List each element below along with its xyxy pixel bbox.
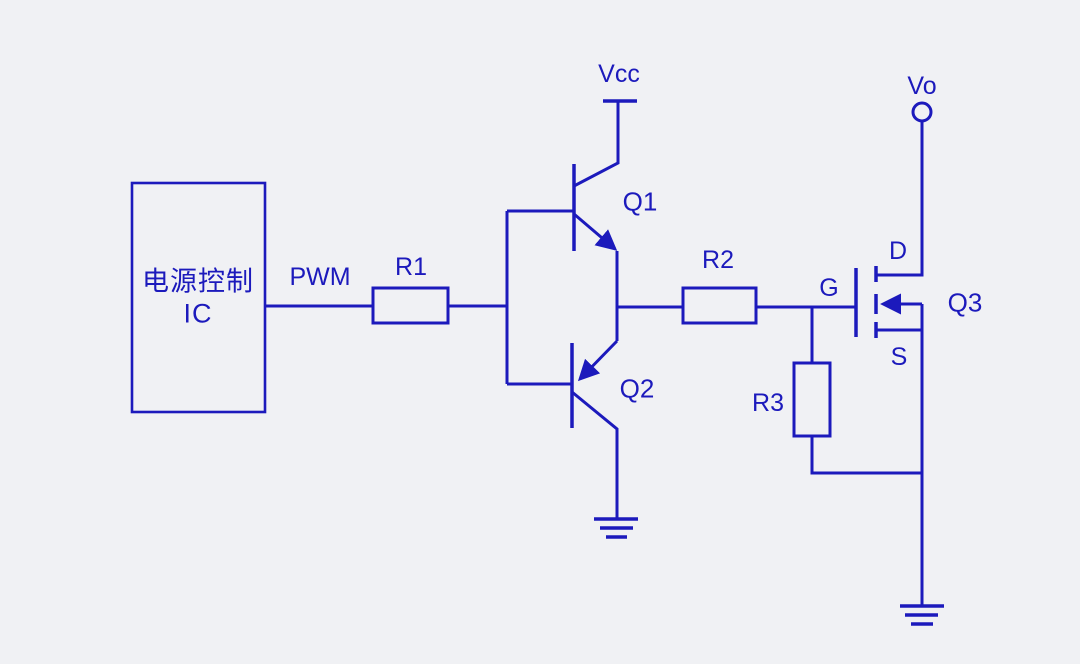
r2-label: R2 [702,246,734,274]
pwm-label: PWM [289,263,351,291]
ground-symbol-source [900,604,944,626]
ic-label-line1: 电源控制 [142,266,254,297]
vo-terminal [911,101,933,123]
q2-label: Q2 [619,373,655,404]
transistor-q1-npn [572,101,620,307]
ic-label-line2: IC [183,299,213,329]
vcc-label: Vcc [598,60,640,88]
drain-pin-label: D [888,237,908,265]
ground-symbol-driver [594,517,638,539]
q3-drain-lead [876,121,924,277]
resistor-r3 [792,307,922,475]
resistor-r2 [681,286,856,325]
mosfet-q3 [854,121,924,606]
q1-collector [573,101,620,188]
q1-label: Q1 [622,186,658,217]
transistor-q2-pnp [570,307,619,519]
ic-label: 电源控制 IC [142,266,254,331]
q3-label: Q3 [947,287,983,318]
vo-label: Vo [907,72,937,100]
power-ic-box [130,181,267,414]
resistor-r1 [371,286,507,325]
q1-emitter-arrow [573,212,618,251]
q2-emitter-arrow [577,339,619,382]
r3-label: R3 [752,389,784,417]
gate-pin-label: G [819,274,839,302]
q2-collector [571,390,619,519]
source-pin-label: S [890,343,908,371]
r1-label: R1 [395,253,427,281]
base-split-wires [505,209,573,386]
